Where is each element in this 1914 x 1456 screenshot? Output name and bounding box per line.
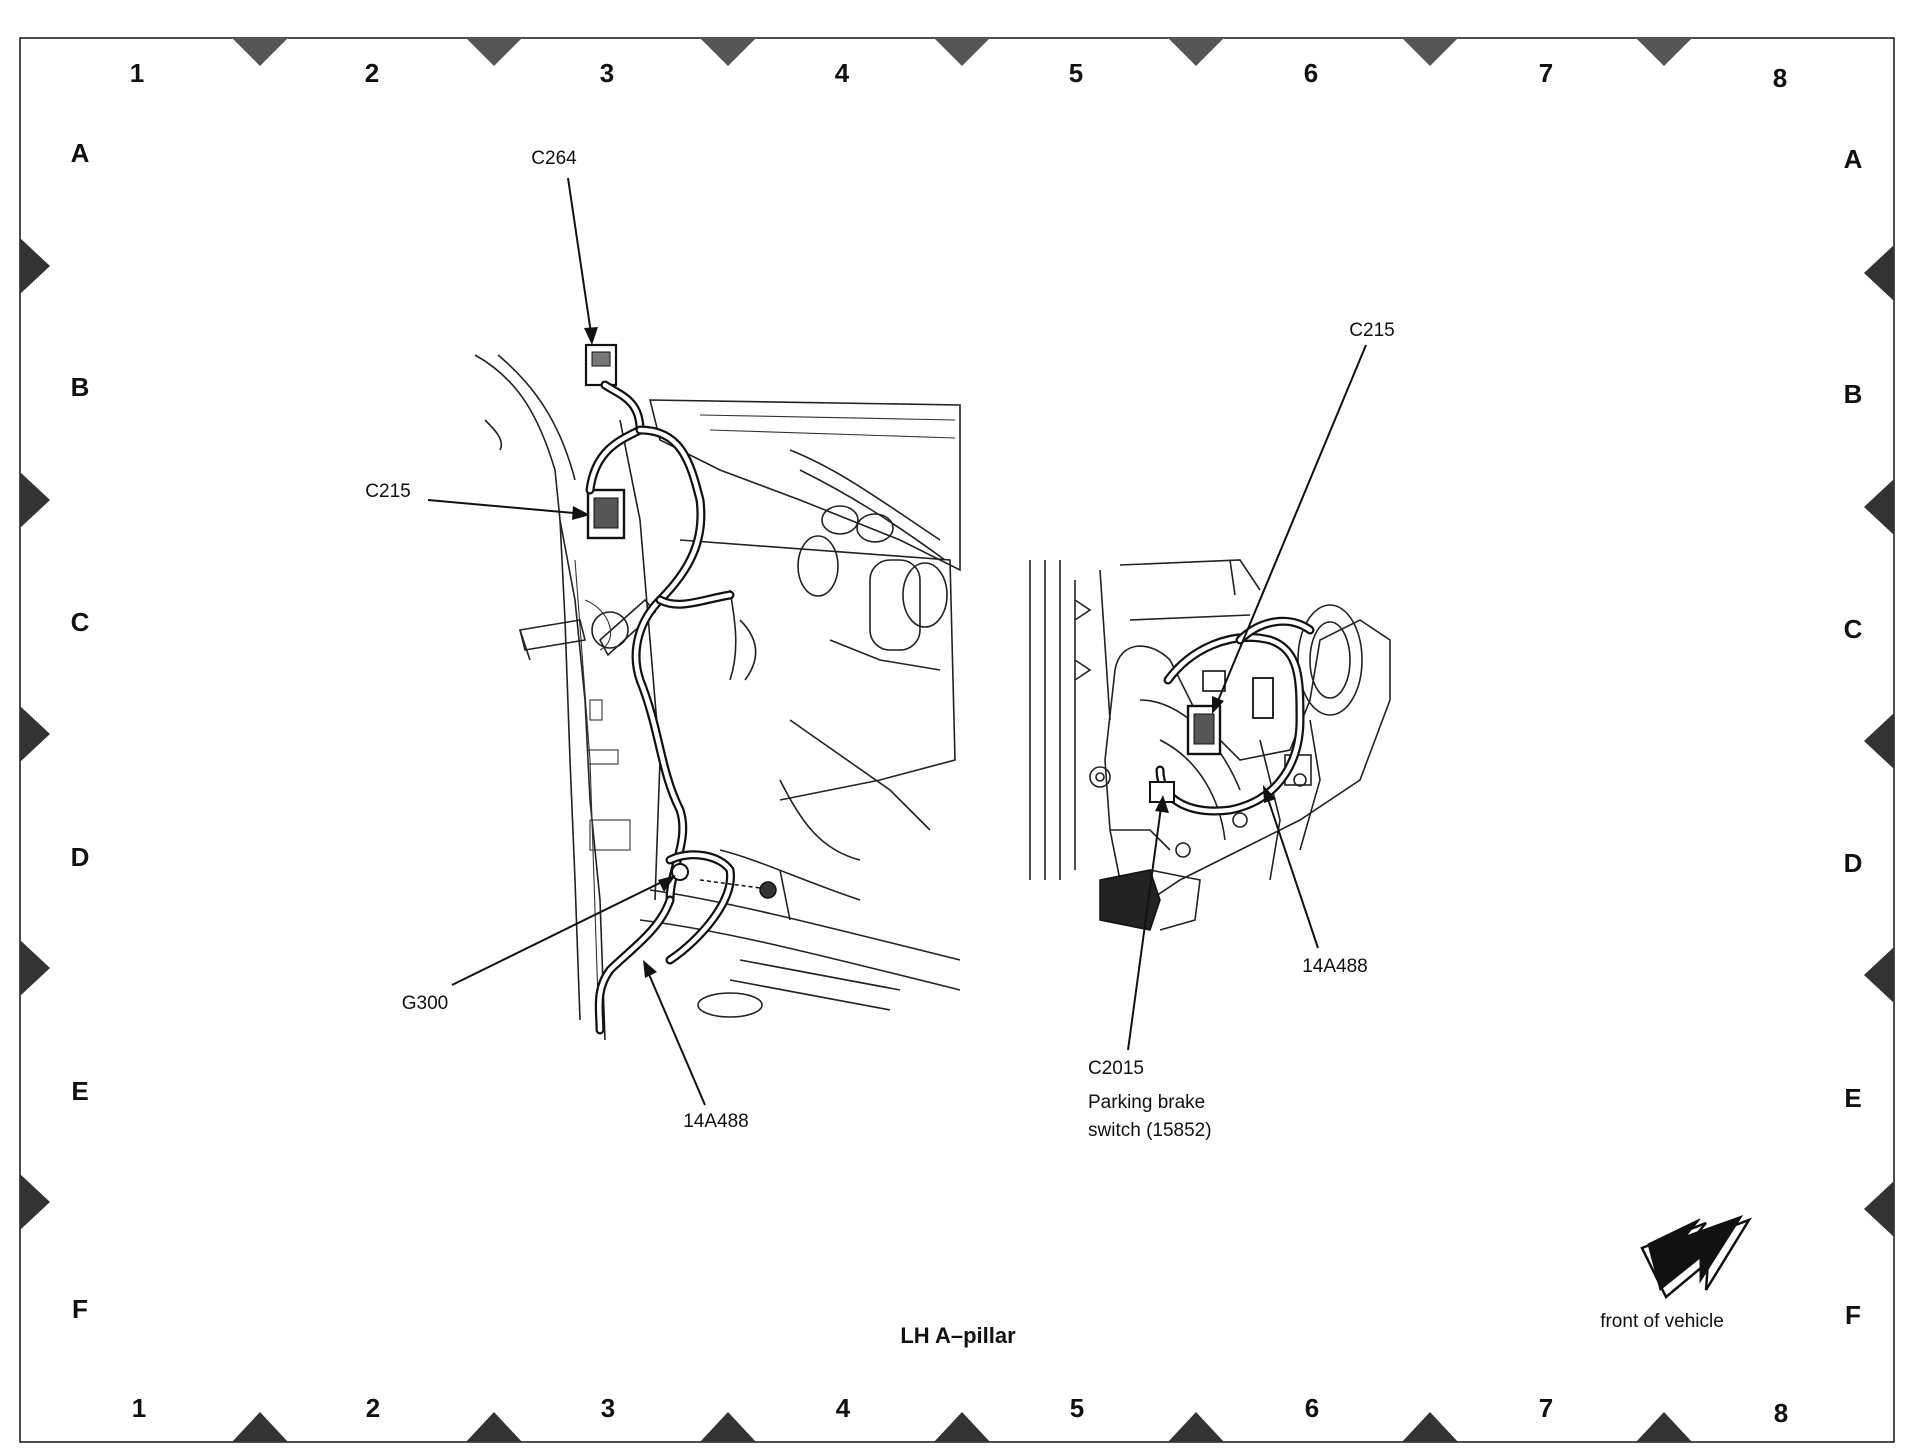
- column-label: 5: [1069, 58, 1083, 88]
- row-label: C: [1844, 614, 1863, 644]
- column-labels-top: 1 2 3 4 5 6 7 8: [130, 58, 1787, 93]
- row-labels-right: A B C D E F: [1844, 144, 1863, 1330]
- brake-pedal: [1099, 869, 1161, 931]
- front-of-vehicle-label: front of vehicle: [1600, 1311, 1724, 1332]
- ground-bolt: [759, 881, 777, 899]
- row-label: E: [71, 1076, 88, 1106]
- column-label: 4: [836, 1393, 851, 1423]
- row-label: D: [1844, 848, 1863, 878]
- callout-parking-brake-switch-line2: switch (15852): [1088, 1120, 1212, 1141]
- column-label: 8: [1773, 63, 1787, 93]
- row-label: B: [71, 372, 90, 402]
- row-label: F: [72, 1294, 88, 1324]
- callout-c2015: C2015: [1088, 1058, 1144, 1079]
- row-label: A: [1844, 144, 1863, 174]
- top-grid-markers: [232, 38, 1692, 66]
- callout-14a488-left: 14A488: [683, 1111, 749, 1132]
- callout-c264: C264: [531, 148, 577, 169]
- column-label: 1: [132, 1393, 146, 1423]
- callout-c215-left: C215: [365, 481, 410, 502]
- callout-g300: G300: [402, 993, 448, 1014]
- column-label: 5: [1070, 1393, 1084, 1423]
- right-grid-markers: [1864, 245, 1894, 1237]
- column-label: 6: [1304, 58, 1318, 88]
- diagram-caption: LH A–pillar: [900, 1323, 1016, 1348]
- column-label: 1: [130, 58, 144, 88]
- row-label: E: [1844, 1083, 1861, 1113]
- left-grid-markers: [20, 238, 50, 1230]
- row-label: C: [71, 607, 90, 637]
- a-pillar-illustration: [474, 343, 961, 1041]
- row-label: B: [1844, 379, 1863, 409]
- page-border: [19, 37, 1895, 1443]
- column-label: 2: [365, 58, 379, 88]
- bottom-grid-markers: [232, 1412, 1692, 1442]
- column-label: 8: [1774, 1398, 1788, 1428]
- column-label: 4: [835, 58, 850, 88]
- callout-c215-right: C215: [1349, 320, 1394, 341]
- row-labels-left: A B C D E F: [71, 138, 90, 1324]
- column-label: 6: [1305, 1393, 1319, 1423]
- callout-parking-brake-switch-line1: Parking brake: [1088, 1092, 1205, 1113]
- column-label: 2: [366, 1393, 380, 1423]
- column-label: 3: [601, 1393, 615, 1423]
- column-label: 7: [1539, 58, 1553, 88]
- column-label: 7: [1539, 1393, 1553, 1423]
- front-of-vehicle-arrow-icon: [1640, 1215, 1752, 1299]
- row-label: A: [71, 138, 90, 168]
- callout-14a488-right: 14A488: [1302, 956, 1368, 977]
- column-labels-bottom: 1 2 3 4 5 6 7 8: [132, 1393, 1788, 1428]
- column-label: 3: [600, 58, 614, 88]
- row-label: F: [1845, 1300, 1861, 1330]
- g300-ground-point: [671, 863, 689, 881]
- parking-brake-illustration: [1029, 559, 1391, 931]
- row-label: D: [71, 842, 90, 872]
